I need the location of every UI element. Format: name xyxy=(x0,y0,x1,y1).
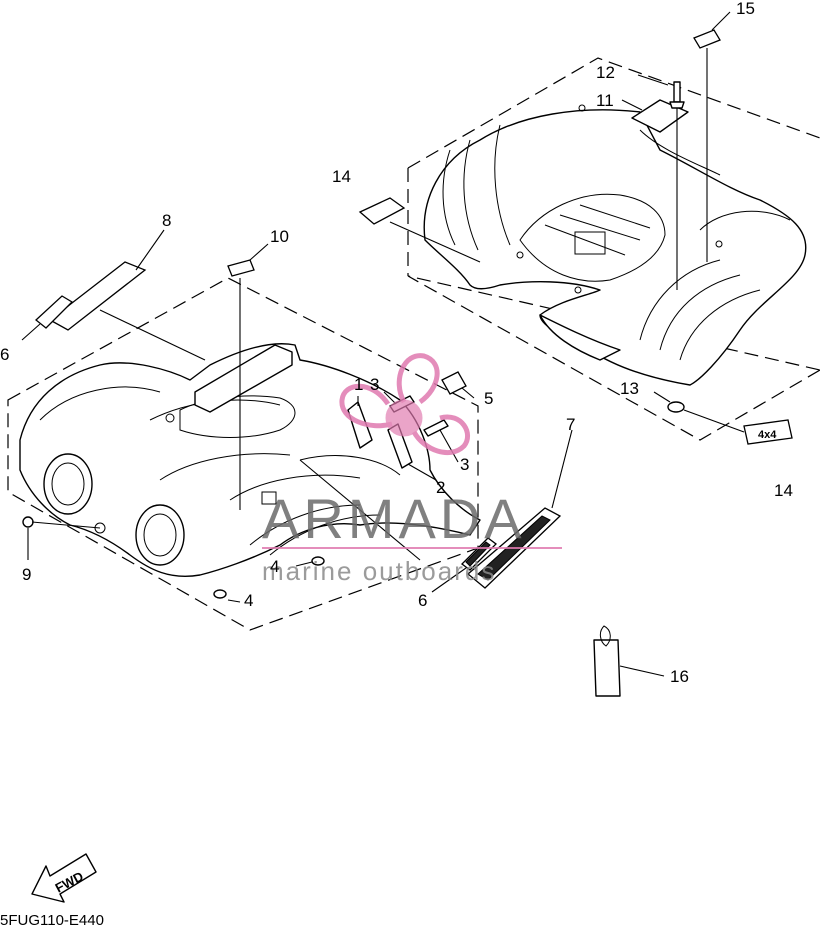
callout-13: 13 xyxy=(620,379,639,398)
part-10-decal xyxy=(227,259,255,277)
callout-7: 7 xyxy=(566,415,575,434)
decal-4x4-text: 4x4 xyxy=(758,429,777,441)
part-5-decal xyxy=(441,371,467,395)
part-4-clip-side xyxy=(311,556,325,566)
part-16-tag xyxy=(593,625,665,697)
front-fender xyxy=(19,343,481,577)
watermark-tagline: marine outboards xyxy=(262,556,496,586)
rear-fender xyxy=(423,104,807,386)
part-13-grommet xyxy=(667,401,685,413)
callout-6-upper: 6 xyxy=(0,345,9,364)
right-headlight xyxy=(135,504,185,566)
callout-15: 15 xyxy=(736,0,755,18)
callout-16: 16 xyxy=(670,667,689,686)
callout-9: 9 xyxy=(22,565,31,584)
callout-12: 12 xyxy=(596,63,615,82)
armada-logo-icon xyxy=(339,353,471,456)
callout-labels: 1 2 3 3 4 4 5 6 6 7 8 9 10 11 12 13 14 1… xyxy=(0,0,793,686)
front-fender-group xyxy=(7,229,573,631)
callout-6-lower: 6 xyxy=(418,591,427,610)
fwd-arrow: FWD xyxy=(31,853,97,903)
callout-2: 2 xyxy=(436,478,445,497)
part-12-screw xyxy=(669,81,685,290)
part-9-grommet xyxy=(22,516,34,528)
callout-11: 11 xyxy=(596,91,614,110)
left-headlight xyxy=(43,453,93,515)
part-6-upper-decal xyxy=(35,295,74,329)
part-15-decal xyxy=(693,29,721,49)
part-4-clip-front xyxy=(213,589,227,599)
fwd-arrow-icon xyxy=(31,853,97,903)
callout-4-side: 4 xyxy=(270,557,279,576)
part-14-4x4-decal: 4x4 xyxy=(743,419,793,445)
armada-watermark: ARMADA marine outboards xyxy=(262,353,562,586)
callout-14-lower: 14 xyxy=(774,481,793,500)
callout-3-upper: 3 xyxy=(370,375,379,394)
watermark-brand: ARMADA xyxy=(262,487,526,550)
diagram-code: 5FUG110-E440 xyxy=(0,912,104,928)
part-14-rear-decal xyxy=(358,197,406,225)
part-3-rivet-lower xyxy=(423,419,449,437)
callout-1: 1 xyxy=(354,375,363,394)
callout-8: 8 xyxy=(162,211,171,230)
callout-14-upper: 14 xyxy=(332,167,351,186)
rear-fender-group: 4x4 xyxy=(358,11,820,445)
callout-5: 5 xyxy=(484,389,493,408)
callout-3-lower: 3 xyxy=(460,455,469,474)
part-8-decal xyxy=(48,261,147,331)
callout-10: 10 xyxy=(270,227,289,246)
callout-4-front: 4 xyxy=(244,591,253,610)
